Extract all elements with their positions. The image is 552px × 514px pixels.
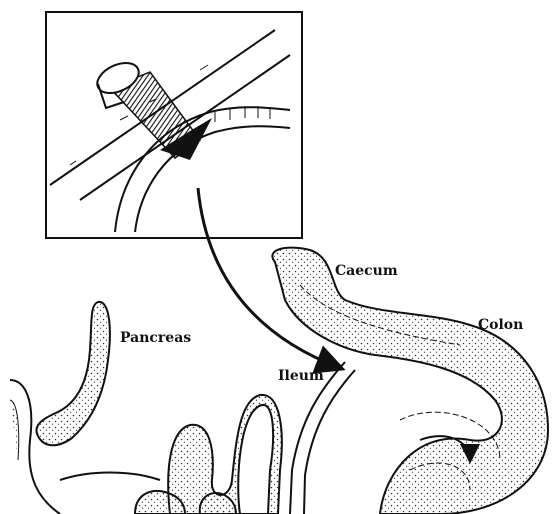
ileum-label: Ileum bbox=[278, 368, 324, 384]
colon-label: Colon bbox=[478, 317, 523, 333]
ileum bbox=[290, 362, 345, 514]
inset-detail bbox=[46, 12, 302, 238]
pancreas bbox=[36, 302, 109, 445]
caecum-label: Caecum bbox=[335, 263, 398, 279]
pancreas-label: Pancreas bbox=[120, 330, 191, 346]
